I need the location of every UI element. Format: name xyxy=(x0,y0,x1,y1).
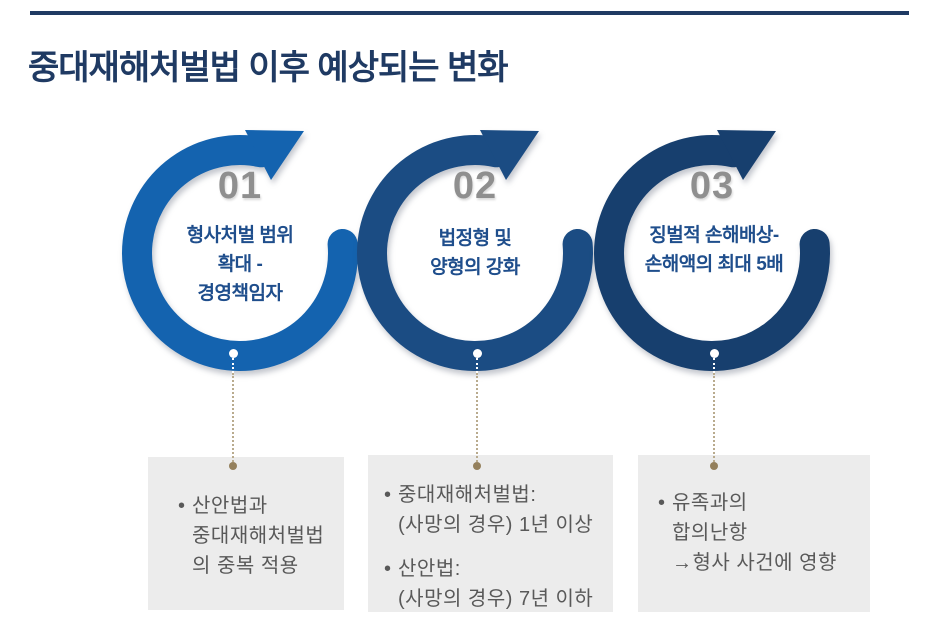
ring-label-1-line-2: 확대 - xyxy=(217,254,263,275)
connector-end-dot xyxy=(473,462,481,470)
circular-arrow-arc-2 xyxy=(357,135,593,371)
connector-line-lower xyxy=(476,373,478,462)
note-box-1: • 산안법과 중대재해처벌법 의 중복 적용 xyxy=(148,457,344,610)
connector-end-dot xyxy=(710,462,718,470)
step-number-1: 01 xyxy=(217,165,263,207)
bullet-icon: • xyxy=(384,484,392,506)
bullet-icon: • xyxy=(178,495,186,517)
connector-line-upper xyxy=(232,358,234,373)
circular-arrow-arc-1 xyxy=(122,135,358,371)
bullet-icon: • xyxy=(384,558,392,580)
page-title: 중대재해처벌법 이후 예상되는 변화 xyxy=(28,49,509,87)
note-line: (사망의 경우) 7년 이하 xyxy=(398,588,594,610)
top-divider-rule xyxy=(30,11,909,15)
circular-arrow-step-1 xyxy=(122,130,358,371)
note-line: →형사 사건에 영향 xyxy=(672,552,837,574)
arrow-head-icon-3 xyxy=(717,130,776,180)
note-item: • 산안법과 중대재해처벌법 의 중복 적용 xyxy=(178,491,334,581)
ring-label-1-line-1: 형사처벌 범위 xyxy=(186,225,294,246)
ring-label-1-line-3: 경영책임자 xyxy=(197,283,283,304)
note-line: 합의난항 xyxy=(672,522,748,544)
step-number-2: 02 xyxy=(452,165,498,207)
ring-label-1: 형사처벌 범위 확대 - 경영책임자 xyxy=(125,221,355,308)
ring-label-3-line-1: 징벌적 손해배상- xyxy=(649,225,779,246)
connector-start-dot xyxy=(473,349,482,358)
note-line: 산안법과 xyxy=(192,495,268,517)
note-line: (사망의 경우) 1년 이상 xyxy=(398,514,594,536)
ring-label-2-line-2: 양형의 강화 xyxy=(430,257,520,278)
connector-start-dot xyxy=(710,349,719,358)
note-line: 중대재해처벌법: xyxy=(398,484,537,506)
circular-arrow-step-2 xyxy=(357,130,593,371)
note-text: 중대재해처벌법: (사망의 경우) 1년 이상 xyxy=(398,480,593,540)
arrow-head-icon-1 xyxy=(245,130,304,180)
ring-label-3-line-2: 손해액의 최대 5배 xyxy=(644,254,784,275)
note-item: • 중대재해처벌법: (사망의 경우) 1년 이상 xyxy=(384,480,605,540)
bullet-icon: • xyxy=(658,492,666,514)
note-text: 산안법: (사망의 경우) 7년 이하 xyxy=(398,554,593,614)
note-item: • 유족과의 합의난항 →형사 사건에 영향 xyxy=(658,488,862,578)
step-number-3: 03 xyxy=(689,165,735,207)
note-line: 의 중복 적용 xyxy=(192,555,299,577)
ring-label-2: 법정형 및 양형의 강화 xyxy=(360,224,590,282)
connector-line-lower xyxy=(713,373,715,462)
connector-end-dot xyxy=(229,462,237,470)
note-text: 유족과의 합의난항 →형사 사건에 영향 xyxy=(672,488,837,578)
circular-arrow-step-3 xyxy=(594,130,830,371)
arrow-head-icon-2 xyxy=(480,130,539,180)
connector-line-upper xyxy=(476,358,478,373)
note-line: 산안법: xyxy=(398,558,461,580)
note-text: 산안법과 중대재해처벌법 의 중복 적용 xyxy=(192,491,324,581)
connector-line-upper xyxy=(713,358,715,373)
note-box-2: • 중대재해처벌법: (사망의 경우) 1년 이상 • 산안법: (사망의 경우… xyxy=(368,455,613,612)
process-rings-graphic xyxy=(122,130,830,371)
connector-line-lower xyxy=(232,373,234,462)
note-box-3: • 유족과의 합의난항 →형사 사건에 영향 xyxy=(638,455,870,612)
ring-label-3: 징벌적 손해배상- 손해액의 최대 5배 xyxy=(599,221,829,279)
ring-label-2-line-1: 법정형 및 xyxy=(438,228,512,249)
note-line: 중대재해처벌법 xyxy=(192,525,325,547)
note-line: 유족과의 xyxy=(672,492,748,514)
circular-arrow-arc-3 xyxy=(594,135,830,371)
connector-start-dot xyxy=(229,349,238,358)
note-item: • 산안법: (사망의 경우) 7년 이하 xyxy=(384,554,605,614)
